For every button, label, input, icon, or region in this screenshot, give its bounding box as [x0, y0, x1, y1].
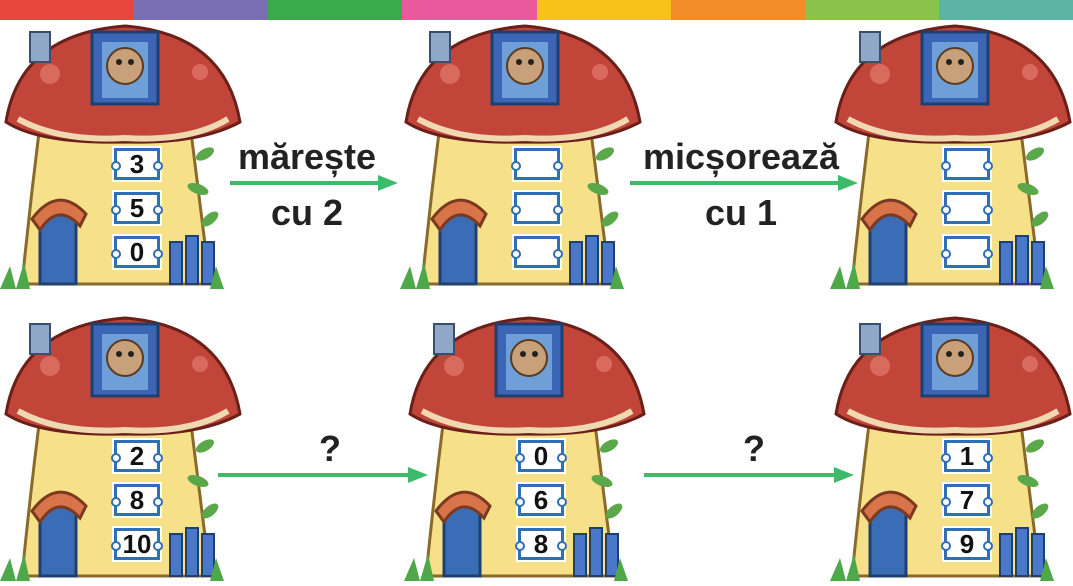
number-box: 8 — [515, 526, 567, 562]
number-box: 8 — [111, 482, 163, 518]
empty-number-box[interactable] — [511, 234, 563, 270]
op-unknown-2-text: ? — [743, 428, 765, 469]
mushroom-house-ant — [400, 4, 660, 294]
empty-number-box[interactable] — [941, 190, 993, 226]
number-box: 1 — [941, 438, 993, 474]
empty-number-box[interactable] — [511, 146, 563, 182]
empty-number-box[interactable] — [941, 146, 993, 182]
stripe-yellow — [536, 0, 671, 20]
mushroom-house-deer: 2 8 10 — [0, 296, 260, 586]
op-label-unknown-1: ? — [300, 428, 360, 470]
number-box: 5 — [111, 190, 163, 226]
op-increase-amount: cu 2 — [270, 192, 344, 233]
arrow-right-icon — [630, 175, 858, 191]
number-box: 0 — [111, 234, 163, 270]
op-label-decrease: micșorează cu 1 — [616, 136, 866, 234]
squirrel-mushroom-house-icon — [404, 316, 646, 581]
hedgehog-mushroom-house-icon — [830, 316, 1072, 581]
number-box: 3 — [111, 146, 163, 182]
number-box: 7 — [941, 482, 993, 518]
number-box: 0 — [515, 438, 567, 474]
stripe-teal — [938, 0, 1073, 20]
color-stripe-bar — [0, 0, 1073, 20]
stripe-orange — [670, 0, 805, 20]
empty-number-box[interactable] — [941, 234, 993, 270]
number-box: 2 — [111, 438, 163, 474]
number-box: 9 — [941, 526, 993, 562]
number-box: 10 — [111, 526, 163, 562]
rabbit-mushroom-house-icon — [830, 24, 1072, 289]
number-box: 6 — [515, 482, 567, 518]
mushroom-house-squirrel: 0 6 8 — [404, 296, 664, 586]
stripe-pink — [402, 0, 537, 20]
arrow-right-icon — [230, 175, 398, 191]
mushroom-house-hedgehog: 1 7 9 — [830, 296, 1073, 586]
op-unknown-1-text: ? — [319, 428, 341, 469]
stripe-purple — [134, 0, 269, 20]
stripe-lime — [804, 0, 939, 20]
stripe-red — [0, 0, 135, 20]
op-increase-verb: mărește — [237, 136, 377, 177]
mushroom-house-mouse: 3 5 0 — [0, 4, 260, 294]
mushroom-house-rabbit — [830, 4, 1073, 294]
op-label-unknown-2: ? — [724, 428, 784, 470]
op-decrease-verb: micșorează — [642, 136, 840, 177]
stripe-green — [268, 0, 403, 20]
op-decrease-amount: cu 1 — [704, 192, 778, 233]
arrow-right-icon — [218, 467, 428, 483]
op-label-increase: mărește cu 2 — [222, 136, 392, 234]
arrow-right-icon — [644, 467, 854, 483]
empty-number-box[interactable] — [511, 190, 563, 226]
